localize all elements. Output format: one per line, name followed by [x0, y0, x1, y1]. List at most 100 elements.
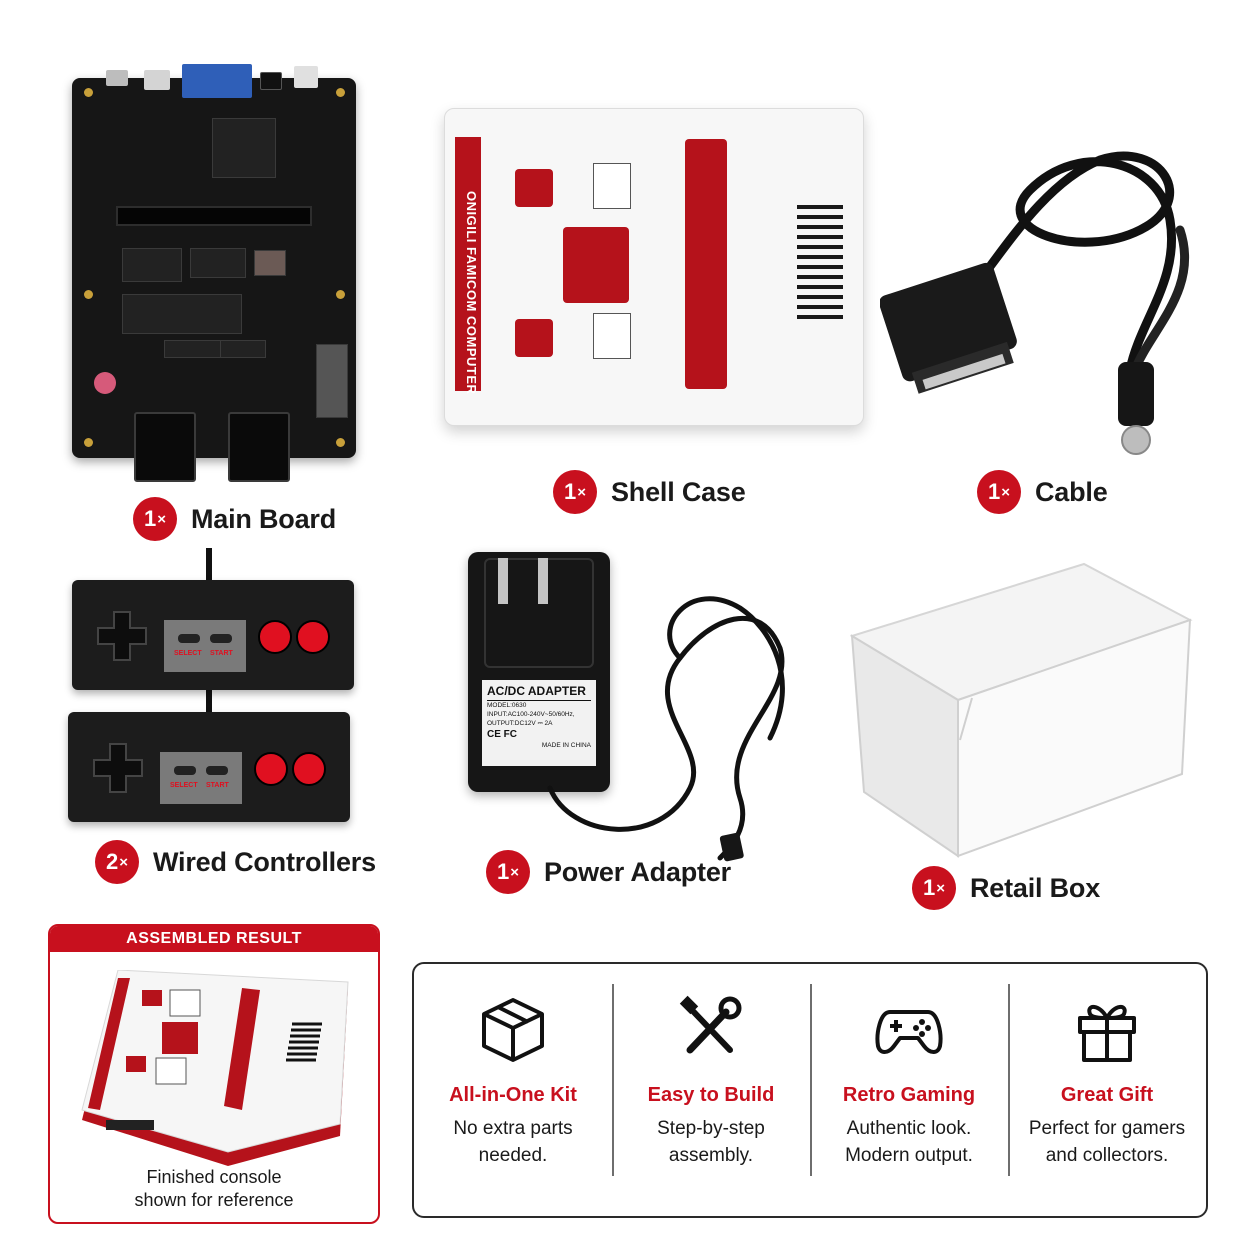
b-button — [258, 620, 292, 654]
board-chip — [254, 250, 286, 276]
caption-line: shown for reference — [134, 1190, 294, 1210]
caption-line: Finished console — [146, 1167, 282, 1187]
board-chip — [220, 340, 266, 358]
quantity-badge: 1× — [553, 470, 597, 514]
adapter-made-in: MADE IN CHINA — [541, 742, 591, 749]
controller-cable — [206, 690, 212, 714]
adapter-model: MODEL:0630 — [487, 702, 527, 709]
power-adapter-label: 1× Power Adapter — [486, 850, 731, 894]
controller-cable — [206, 548, 212, 580]
side-connector — [316, 344, 348, 418]
cartridge-slot — [116, 206, 312, 226]
start-label: START — [206, 782, 229, 789]
controller-center-panel: SELECT START — [160, 752, 242, 804]
tools-icon — [679, 995, 742, 1054]
quantity-badge: 1× — [133, 497, 177, 541]
board-chip — [164, 340, 224, 358]
select-button — [174, 766, 196, 775]
capacitor — [94, 372, 116, 394]
mounting-hole — [336, 290, 345, 299]
quantity-badge: 2× — [95, 840, 139, 884]
reset-button — [515, 319, 553, 357]
certification-marks: CE FC — [487, 729, 517, 740]
adapter-input: INPUT:AC100-240V~50/60Hz, — [487, 711, 575, 718]
usb-port — [106, 70, 128, 86]
assembled-result-header: ASSEMBLED RESULT — [50, 926, 378, 952]
power-adapter-image: AC/DC ADAPTER MODEL:0630 INPUT:AC100-240… — [468, 552, 610, 792]
cable-label: 1× Cable — [977, 470, 1108, 514]
controller-2-image: SELECT START — [68, 712, 350, 822]
vent-grille — [797, 205, 847, 327]
slot-cover — [685, 139, 727, 389]
dpad-icon — [93, 743, 143, 793]
shell-print-text: ONIGILI FAMICOM COMPUTER — [464, 191, 479, 395]
start-button — [206, 766, 228, 775]
feature-retro-gaming: Retro Gaming Authentic look.Modern outpu… — [810, 964, 1008, 1216]
b-button — [254, 752, 288, 786]
shell-side-stripe — [455, 137, 481, 391]
start-button — [210, 634, 232, 643]
gift-icon — [1078, 1005, 1136, 1062]
quantity-badge: 1× — [486, 850, 530, 894]
main-board-label: 1× Main Board — [133, 497, 336, 541]
shell-sticker — [593, 163, 631, 209]
feature-title: Retro Gaming — [842, 1084, 976, 1106]
assembled-caption: Finished console shown for reference — [50, 1166, 378, 1212]
retail-box-image — [850, 562, 1193, 858]
a-button — [292, 752, 326, 786]
item-name: Shell Case — [611, 476, 746, 507]
select-button — [178, 634, 200, 643]
mounting-hole — [84, 438, 93, 447]
plug-prong — [498, 558, 508, 604]
controller-port-2 — [228, 412, 290, 482]
main-board-image — [72, 64, 356, 482]
adapter-spec-label: AC/DC ADAPTER MODEL:0630 INPUT:AC100-240… — [482, 680, 596, 766]
feature-title: Great Gift — [1060, 1084, 1154, 1106]
feature-title: All-in-One Kit — [449, 1084, 577, 1106]
item-name: Wired Controllers — [153, 846, 376, 877]
start-label: START — [210, 650, 233, 657]
cartridge-lid — [563, 227, 629, 303]
mounting-hole — [336, 88, 345, 97]
assembled-console-image — [81, 970, 349, 1166]
adapter-label-title: AC/DC ADAPTER — [487, 684, 591, 701]
quantity-badge: 1× — [977, 470, 1021, 514]
adapter-output: OUTPUT:DC12V ⎓ 2A — [487, 720, 553, 727]
gamepad-icon — [875, 1010, 943, 1054]
shell-case-image: ONIGILI FAMICOM COMPUTER — [444, 108, 864, 426]
plug-prong — [538, 558, 548, 604]
board-chip — [122, 294, 242, 334]
feature-title: Easy to Build — [647, 1084, 775, 1106]
assembled-result-card: ASSEMBLED RESULT Finished console shown … — [48, 924, 380, 1224]
audio-port — [260, 72, 282, 90]
controller-center-panel: SELECT START — [164, 620, 246, 672]
a-button — [296, 620, 330, 654]
item-name: Cable — [1035, 476, 1108, 507]
item-name: Power Adapter — [544, 856, 731, 887]
vga-port — [182, 64, 252, 98]
mounting-hole — [336, 438, 345, 447]
select-label: SELECT — [174, 650, 202, 657]
fpga-chip — [212, 118, 276, 178]
feature-desc: Authentic look.Modern output. — [845, 1118, 973, 1166]
shell-sticker — [593, 313, 631, 359]
mounting-hole — [84, 88, 93, 97]
mounting-hole — [84, 290, 93, 299]
item-name: Retail Box — [970, 872, 1101, 903]
shell-case-label: 1× Shell Case — [553, 470, 746, 514]
power-button — [515, 169, 553, 207]
controller-port-1 — [134, 412, 196, 482]
hdmi-port — [144, 70, 170, 90]
power-port — [294, 66, 318, 88]
quantity-badge: 1× — [912, 866, 956, 910]
controllers-label: 2× Wired Controllers — [95, 840, 376, 884]
box-icon — [482, 998, 544, 1062]
board-chip — [190, 248, 246, 278]
controller-1-image: SELECT START — [72, 580, 354, 690]
